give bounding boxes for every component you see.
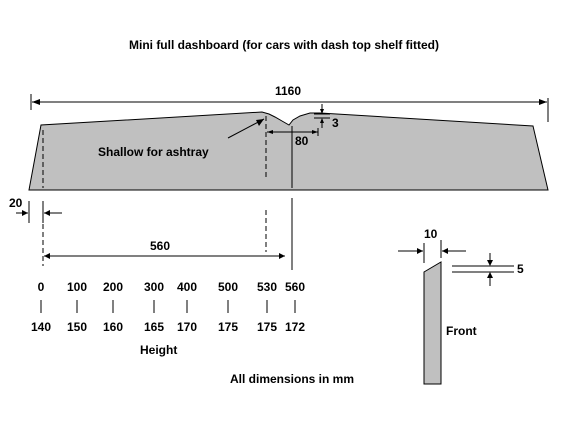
position-value: 500 (218, 280, 238, 294)
thickness-value: 10 (424, 227, 438, 241)
height-value: 175 (218, 320, 238, 334)
edge-offset-dimension: 20 (9, 196, 62, 223)
width-value: 1160 (275, 84, 301, 98)
ashtray-depth-dimension: 3 (314, 104, 339, 130)
height-value: 175 (257, 320, 277, 334)
edge-offset-value: 20 (9, 196, 23, 210)
height-value: 165 (144, 320, 164, 334)
height-value: 140 (31, 320, 51, 334)
side-profile (423, 261, 442, 385)
position-value: 530 (257, 280, 277, 294)
height-table: 0 140 100 150 200 160 300 165 400 170 500 175 530 175… (31, 280, 305, 334)
chamfer-dimension: 5 (452, 253, 524, 286)
position-value: 400 (177, 280, 197, 294)
height-value: 150 (67, 320, 87, 334)
position-value: 560 (285, 280, 305, 294)
height-value: 170 (177, 320, 197, 334)
drawing-title: Mini full dashboard (for cars with dash … (129, 38, 439, 52)
position-value: 200 (103, 280, 123, 294)
ashtray-depth-value: 3 (332, 116, 339, 130)
ashtray-label: Shallow for ashtray (98, 145, 209, 159)
position-value: 300 (144, 280, 164, 294)
ashtray-width-dimension: 80 (267, 128, 319, 148)
front-label: Front (446, 324, 477, 338)
position-value: 100 (67, 280, 87, 294)
ashtray-leader: Shallow for ashtray (98, 118, 265, 159)
position-value: 0 (38, 280, 45, 294)
units-note: All dimensions in mm (230, 372, 354, 386)
height-label: Height (140, 343, 177, 357)
ashtray-width-value: 80 (295, 134, 309, 148)
width-dimension: 1160 (30, 84, 549, 122)
thickness-dimension: 10 (398, 227, 466, 263)
height-value: 160 (103, 320, 123, 334)
dashboard-panel (28, 111, 549, 191)
height-value: 172 (285, 320, 305, 334)
chamfer-value: 5 (517, 262, 524, 276)
ashtray-position-value: 560 (150, 239, 170, 253)
ashtray-position-dimension: 560 (42, 198, 293, 270)
